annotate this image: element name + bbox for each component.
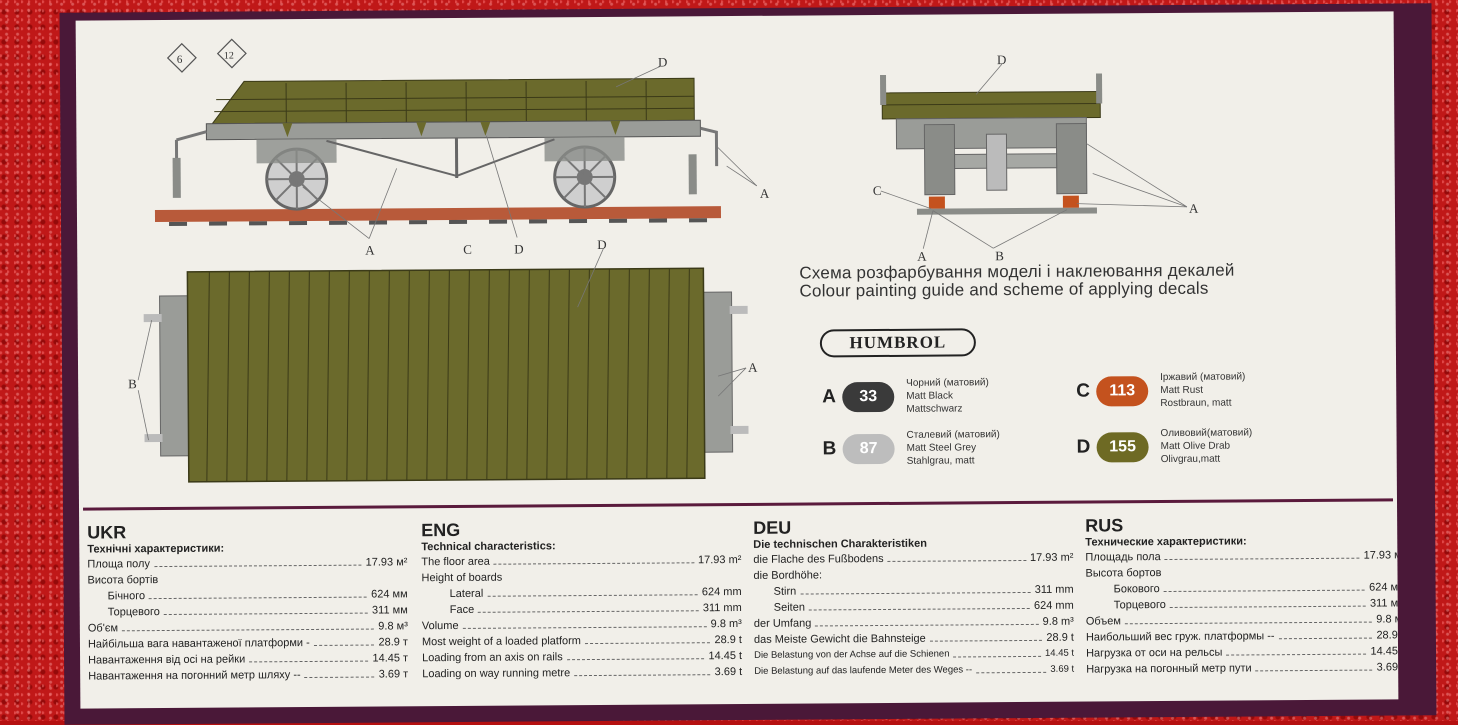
label-side-c: C xyxy=(463,242,472,257)
paint-c: C 113 Іржавий (матовий) Matt Rust Rostbr… xyxy=(1076,370,1246,410)
paint-chip: 33 xyxy=(842,381,894,411)
paint-description: Іржавий (матовий) Matt Rust Rostbraun, m… xyxy=(1160,370,1246,410)
paint-description: Оливовий(матовий) Matt Olive Drab Olivgr… xyxy=(1160,426,1252,466)
spec-language: RUS xyxy=(1085,513,1398,535)
paint-description: Сталевий (матовий) Matt Steel Grey Stahl… xyxy=(906,428,1000,468)
paint-chip: 87 xyxy=(843,433,895,463)
label-end-c: C xyxy=(873,183,882,198)
end-view: D C A A B xyxy=(872,51,1199,264)
decal-badge-one: 6 xyxy=(177,54,183,66)
label-side-a: A xyxy=(365,243,375,258)
spec-language: ENG xyxy=(421,518,741,540)
label-end-a-right: A xyxy=(1189,201,1199,216)
decal-badge-two: 12 xyxy=(224,51,234,62)
label-side-a-right: A xyxy=(760,186,770,201)
paint-d: D 155 Оливовий(матовий) Matt Olive Drab … xyxy=(1076,426,1252,466)
paint-letter: C xyxy=(1076,380,1096,402)
label-end-b: B xyxy=(995,248,1004,263)
spec-row: Навантаження на погонний метр шляху --3.… xyxy=(88,666,408,684)
humbrol-logo: HUMBROL xyxy=(820,328,976,357)
label-end-d: D xyxy=(997,52,1006,67)
paint-letter: B xyxy=(823,438,843,460)
paint-a: A 33 Чорний (матовий) Matt Black Mattsch… xyxy=(822,376,989,416)
side-view: A C D D A xyxy=(154,54,770,259)
label-end-a: A xyxy=(917,249,927,264)
paint-letter: A xyxy=(822,386,842,408)
paint-letter: D xyxy=(1077,436,1097,458)
paint-chip: 155 xyxy=(1097,432,1149,462)
spec-row: Die Belastung auf das laufende Meter des… xyxy=(754,662,1074,680)
decal-badges: 6 12 xyxy=(168,39,247,72)
paint-b: B 87 Сталевий (матовий) Matt Steel Grey … xyxy=(822,428,1000,468)
instruction-card: 6 12 xyxy=(76,11,1399,708)
label-top-d: D xyxy=(597,237,606,252)
spec-language: DEU xyxy=(753,516,1073,538)
guide-title-eng: Colour painting guide and scheme of appl… xyxy=(799,279,1208,302)
specs-deu: DEU Die technischen Charakteristiken die… xyxy=(753,516,1074,680)
label-top-b: B xyxy=(128,376,137,391)
spec-language: UKR xyxy=(87,520,407,542)
paint-chip: 113 xyxy=(1096,376,1148,406)
label-side-d-top: D xyxy=(658,54,667,69)
label-side-d: D xyxy=(514,241,523,256)
specs-eng: ENG Technical characteristics: The floor… xyxy=(421,518,742,682)
top-view: B D A xyxy=(127,236,759,482)
specs-rus: RUS Технические характеристики: Площадь … xyxy=(1085,513,1398,677)
paint-description: Чорний (матовий) Matt Black Mattschwarz xyxy=(906,376,989,416)
label-top-a: A xyxy=(748,360,758,375)
